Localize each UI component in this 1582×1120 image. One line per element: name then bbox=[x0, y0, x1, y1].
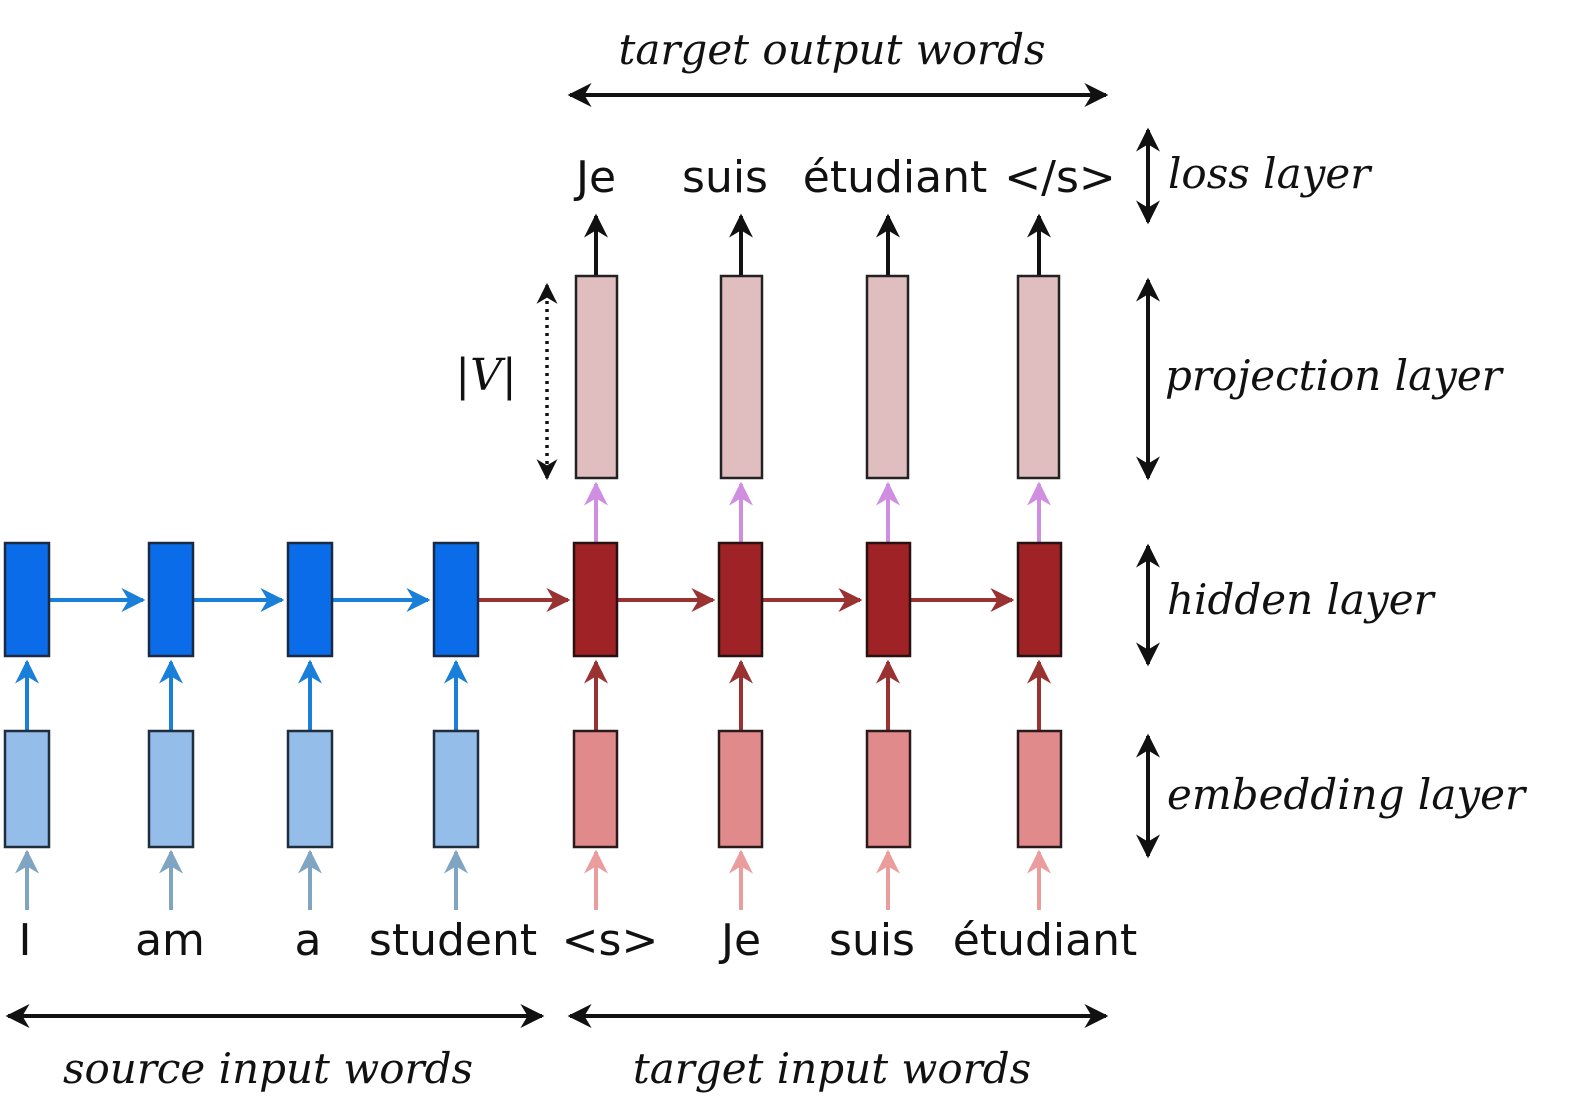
target-embed-to-hidden-arrows bbox=[584, 659, 1051, 731]
source-hidden-boxes bbox=[3, 541, 480, 658]
projection-arrows bbox=[584, 481, 1051, 543]
target-input-word: étudiant bbox=[953, 915, 1137, 966]
source-embedding-box bbox=[286, 729, 334, 849]
target-embedding-box bbox=[717, 729, 764, 849]
target-output-words-label: target output words bbox=[618, 25, 1045, 74]
source-hidden-box bbox=[286, 541, 334, 658]
target-embedding-box bbox=[865, 729, 912, 849]
source-hidden-box bbox=[3, 541, 51, 658]
loss-layer-indicator: loss layer bbox=[1136, 127, 1373, 225]
projection-layer-boxes bbox=[574, 274, 1061, 480]
source-input-word: am bbox=[135, 915, 205, 966]
target-embedding-box bbox=[1016, 729, 1063, 849]
hidden-layer-indicator: hidden layer bbox=[1136, 543, 1437, 667]
target-output-word: </s> bbox=[1004, 152, 1115, 203]
projection-box bbox=[574, 274, 619, 480]
target-hidden-box bbox=[717, 541, 764, 658]
target-embedding-box bbox=[572, 729, 619, 849]
source-hidden-box bbox=[432, 541, 480, 658]
target-embedding-boxes bbox=[572, 729, 1063, 849]
target-input-words-label: target input words bbox=[633, 1044, 1031, 1093]
projection-box bbox=[719, 274, 764, 480]
source-input-word: student bbox=[369, 915, 537, 966]
target-output-word: étudiant bbox=[803, 152, 987, 203]
source-embed-to-hidden-arrows bbox=[14, 659, 468, 731]
hidden-layer-label: hidden layer bbox=[1167, 575, 1437, 624]
target-output-word: Je bbox=[573, 152, 616, 203]
source-embedding-box bbox=[3, 729, 51, 849]
target-hidden-box bbox=[572, 541, 619, 658]
vocab-size-label: |V| bbox=[455, 350, 516, 401]
target-hidden-box bbox=[865, 541, 912, 658]
projection-box bbox=[1016, 274, 1061, 480]
projection-layer-indicator: projection layer bbox=[1136, 277, 1505, 481]
embedding-layer-indicator: embedding layer bbox=[1136, 733, 1528, 859]
target-hidden-boxes bbox=[572, 541, 1063, 658]
source-input-words-label: source input words bbox=[63, 1044, 473, 1093]
loss-layer-label: loss layer bbox=[1168, 149, 1373, 198]
source-input-word: a bbox=[295, 915, 322, 966]
source-input-word-row: I am a student bbox=[19, 915, 538, 966]
target-input-arrows bbox=[584, 849, 1051, 910]
source-input-arrows bbox=[14, 849, 468, 910]
target-output-word: suis bbox=[682, 152, 768, 203]
projection-layer-label: projection layer bbox=[1165, 351, 1505, 400]
embedding-layer-label: embedding layer bbox=[1167, 770, 1528, 819]
source-embedding-box bbox=[432, 729, 480, 849]
source-embedding-box bbox=[147, 729, 195, 849]
target-input-word: <s> bbox=[562, 915, 659, 966]
source-input-word: I bbox=[19, 915, 32, 966]
source-hidden-box bbox=[147, 541, 195, 658]
output-arrows bbox=[584, 213, 1051, 276]
target-hidden-box bbox=[1016, 541, 1063, 658]
target-input-word: suis bbox=[829, 915, 915, 966]
source-embedding-boxes bbox=[3, 729, 480, 849]
target-input-word: Je bbox=[718, 915, 761, 966]
projection-box bbox=[865, 274, 910, 480]
target-output-words: Je suis étudiant </s> bbox=[573, 152, 1116, 203]
target-input-word-row: <s> Je suis étudiant bbox=[562, 915, 1138, 966]
